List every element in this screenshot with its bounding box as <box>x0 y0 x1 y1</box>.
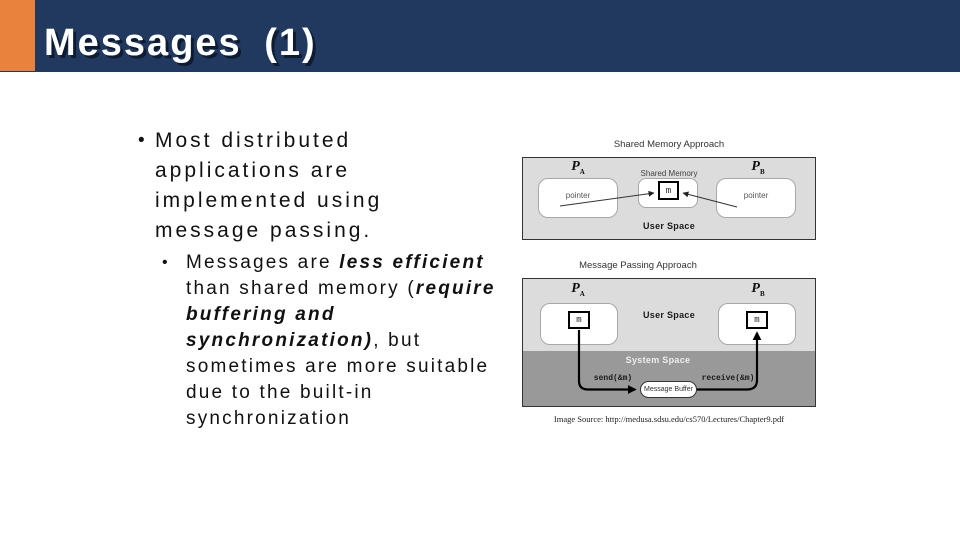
shared-memory-label: Shared Memory <box>640 169 698 178</box>
page-title: Messages (1) <box>44 22 317 64</box>
message-buffer-pill: Message Buffer <box>640 381 697 398</box>
process-letter: P <box>571 281 580 296</box>
memory-cell-b: m <box>746 311 768 329</box>
bullet-marker: • <box>162 254 168 271</box>
bullet-line: applications are <box>155 159 351 182</box>
process-b-label: PB <box>738 281 778 298</box>
process-letter: P <box>751 281 760 296</box>
memory-cell-shared: m <box>658 181 679 200</box>
memory-cell-a: m <box>568 311 590 329</box>
process-b-label: PB <box>738 159 778 176</box>
emphasized-text: synchronization) <box>186 330 374 351</box>
receive-label: receive(&m) <box>701 374 755 383</box>
image-source-caption: Image Source: http://medusa.sdsu.edu/cs5… <box>553 414 785 424</box>
process-b-sub: B <box>759 289 765 298</box>
plain-text: than shared memory ( <box>186 278 416 299</box>
bullet-line: sometimes are more suitable <box>186 354 496 380</box>
header-bar <box>0 0 960 72</box>
pointer-label: pointer <box>743 190 769 200</box>
top-diagram-title: Shared Memory Approach <box>613 139 725 150</box>
process-a-sub: A <box>579 289 585 298</box>
emphasized-text: buffering and <box>186 304 336 325</box>
plain-text: , but <box>373 330 422 351</box>
pointer-box-a: pointer <box>538 178 618 218</box>
process-a-label: PA <box>558 159 598 176</box>
accent-block <box>0 0 35 71</box>
figure-image: Shared Memory Approach PA PB Shared Memo… <box>518 134 820 434</box>
process-letter: P <box>751 159 760 174</box>
plain-text: sometimes are more suitable <box>186 356 490 377</box>
bullet-line: synchronization), but <box>186 328 496 354</box>
bullet-line: due to the built-in <box>186 380 496 406</box>
main-bullet: • Most distributed applications are implem… <box>138 126 382 246</box>
plain-text: due to the built-in <box>186 382 374 403</box>
process-letter: P <box>571 159 580 174</box>
user-space-label-bottom: User Space <box>642 310 696 320</box>
bullet-marker: • <box>138 130 145 151</box>
emphasized-text: less efficient <box>339 252 485 273</box>
process-b-sub: B <box>759 167 765 176</box>
bullet-line: Most distributed <box>155 129 352 152</box>
bullet-line: implemented using <box>155 189 383 212</box>
process-a-label: PA <box>558 281 598 298</box>
user-space-label-top: User Space <box>642 221 696 231</box>
emphasized-text: require <box>415 278 496 299</box>
plain-text: Messages are <box>186 252 340 273</box>
bullet-line: synchronization <box>186 406 496 432</box>
process-a-sub: A <box>579 167 585 176</box>
bottom-diagram-title: Message Passing Approach <box>579 260 697 271</box>
bullet-line: message passing. <box>155 219 373 242</box>
plain-text: synchronization <box>186 408 352 429</box>
bullet-line: than shared memory (require <box>186 276 496 302</box>
pointer-box-b: pointer <box>716 178 796 218</box>
bullet-line: Messages are less efficient <box>186 250 496 276</box>
main-bullet-text: Most distributed applications are implemen… <box>155 126 382 246</box>
pointer-label: pointer <box>565 190 591 200</box>
bullet-line: buffering and <box>186 302 496 328</box>
system-space-label: System Space <box>625 355 691 365</box>
